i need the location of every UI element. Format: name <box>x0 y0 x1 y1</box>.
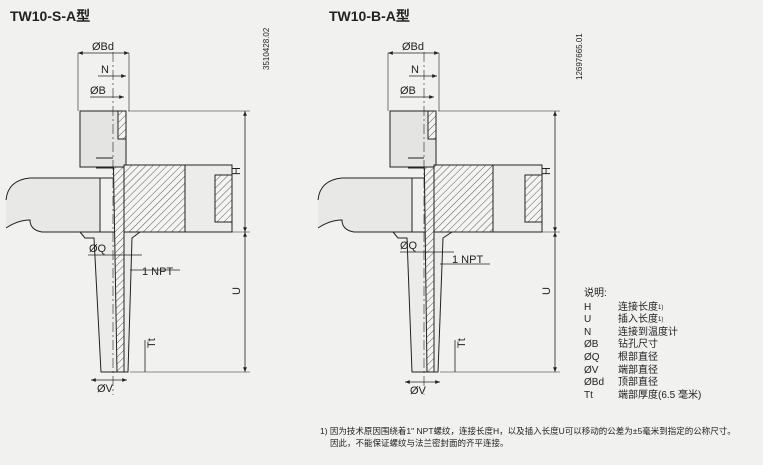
label-b-right: ØB <box>400 85 416 97</box>
stem-body <box>78 231 142 373</box>
label-npt-right: 1 NPT <box>452 254 483 266</box>
label-h-right: H <box>541 167 553 175</box>
footnote-line-1: 1) 因为技术原因围绕着1" NPT螺纹，连接长度H，以及插入长度U可以移动的公… <box>320 426 736 436</box>
pipe-wall <box>317 177 413 233</box>
label-v-right: ØV <box>410 385 427 397</box>
label-tt-right: Tt <box>456 338 468 348</box>
label-tt-left: Tt <box>146 338 158 348</box>
left-thermowell-view <box>5 51 250 395</box>
pipe-wall <box>5 177 101 233</box>
label-h-left: H <box>231 167 243 175</box>
drawing-code-right: 12697665.01 <box>575 33 584 80</box>
right-thermowell-view <box>317 51 560 395</box>
legend-heading: 说明: <box>584 288 607 299</box>
label-bd-right: ØBd <box>402 41 424 53</box>
title-tw10-s-a: TW10-S-A型 <box>10 8 91 24</box>
label-q-left: ØQ <box>89 243 107 255</box>
label-n-left: N <box>101 64 109 76</box>
label-n-right: N <box>411 64 419 76</box>
label-u-left: U <box>231 287 243 295</box>
stem-body <box>391 231 454 373</box>
label-q-right: ØQ <box>400 240 418 252</box>
footnote: 1) 因为技术原因围绕着1" NPT螺纹，连接长度H，以及插入长度U可以移动的公… <box>320 425 760 449</box>
title-tw10-b-a: TW10-B-A型 <box>329 8 410 24</box>
footnote-line-2: 因此，不能保证螺纹与法兰密封面的齐平连接。 <box>330 438 509 448</box>
drawing-code-left: 3510428.02 <box>262 27 271 70</box>
label-v-left: ØV <box>97 383 114 395</box>
label-bd-left: ØBd <box>92 41 114 53</box>
label-b-left: ØB <box>90 85 106 97</box>
label-u-right: U <box>541 287 553 295</box>
label-npt-left: 1 NPT <box>142 266 173 278</box>
